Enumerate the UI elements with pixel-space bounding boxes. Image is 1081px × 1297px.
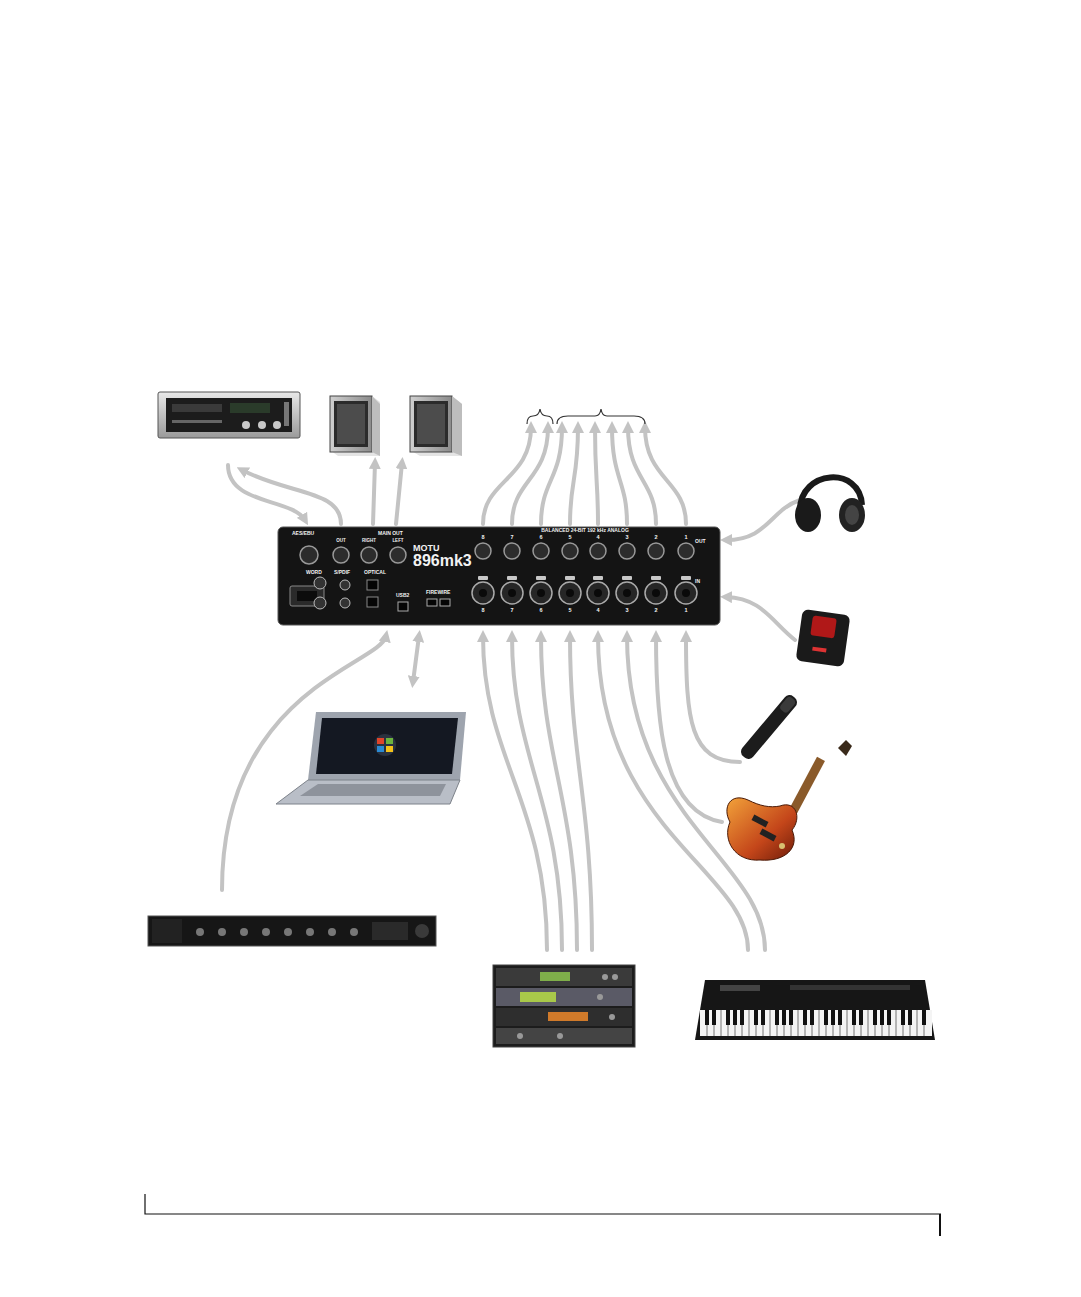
page-rule — [145, 1194, 941, 1236]
dat-recorder — [158, 392, 300, 438]
keyboard-synth — [695, 980, 935, 1040]
bracket — [527, 409, 645, 424]
panel-label: IN — [695, 579, 700, 584]
channel-number: 4 — [596, 535, 599, 541]
electric-guitar — [727, 740, 852, 860]
panel-label: OPTICAL — [364, 570, 386, 575]
channel-number: 1 — [684, 535, 687, 541]
channel-number: 6 — [539, 608, 542, 614]
channel-number: 8 — [481, 535, 484, 541]
panel-label: FIREWIRE — [426, 590, 450, 595]
panel-label: RIGHT — [362, 539, 376, 544]
panel-label: OUT — [695, 539, 706, 544]
panel-label: MAIN OUT — [378, 531, 403, 536]
cable — [222, 427, 800, 950]
panel-label: S/PDIF — [334, 570, 350, 575]
channel-number: 3 — [625, 608, 628, 614]
panel-label: OUT — [336, 539, 346, 544]
channel-number: 7 — [510, 535, 513, 541]
mic-preamp-rack — [148, 916, 436, 946]
channel-number: 1 — [684, 608, 687, 614]
interface-panel-art — [278, 527, 720, 625]
brand-logo: 896mk3 — [413, 553, 472, 569]
channel-number: 2 — [654, 535, 657, 541]
microphone — [739, 693, 800, 762]
brand-logo: MOTU — [413, 544, 440, 553]
panel-label: USB2 — [396, 593, 409, 598]
channel-number: 5 — [568, 608, 571, 614]
headphones — [795, 477, 865, 532]
studio-monitor — [330, 396, 380, 456]
channel-number: 8 — [481, 608, 484, 614]
studio-monitor — [410, 396, 462, 456]
channel-number: 5 — [568, 535, 571, 541]
audio-interface-panel: AES/EBU MAIN OUT OUT RIGHT LEFT WORD S/PDIF OPT… — [278, 527, 720, 625]
di-box — [796, 609, 851, 667]
panel-label: LEFT — [392, 539, 403, 544]
synth-module-rack — [493, 965, 635, 1047]
panel-label: WORD — [306, 570, 322, 575]
channel-number: 6 — [539, 535, 542, 541]
channel-number: 4 — [596, 608, 599, 614]
panel-label: AES/EBU — [292, 531, 314, 536]
panel-label: BALANCED 24-BIT 192 kHz ANALOG — [541, 528, 629, 533]
channel-number: 3 — [625, 535, 628, 541]
channel-number: 2 — [654, 608, 657, 614]
channel-number: 7 — [510, 608, 513, 614]
laptop — [276, 712, 466, 804]
